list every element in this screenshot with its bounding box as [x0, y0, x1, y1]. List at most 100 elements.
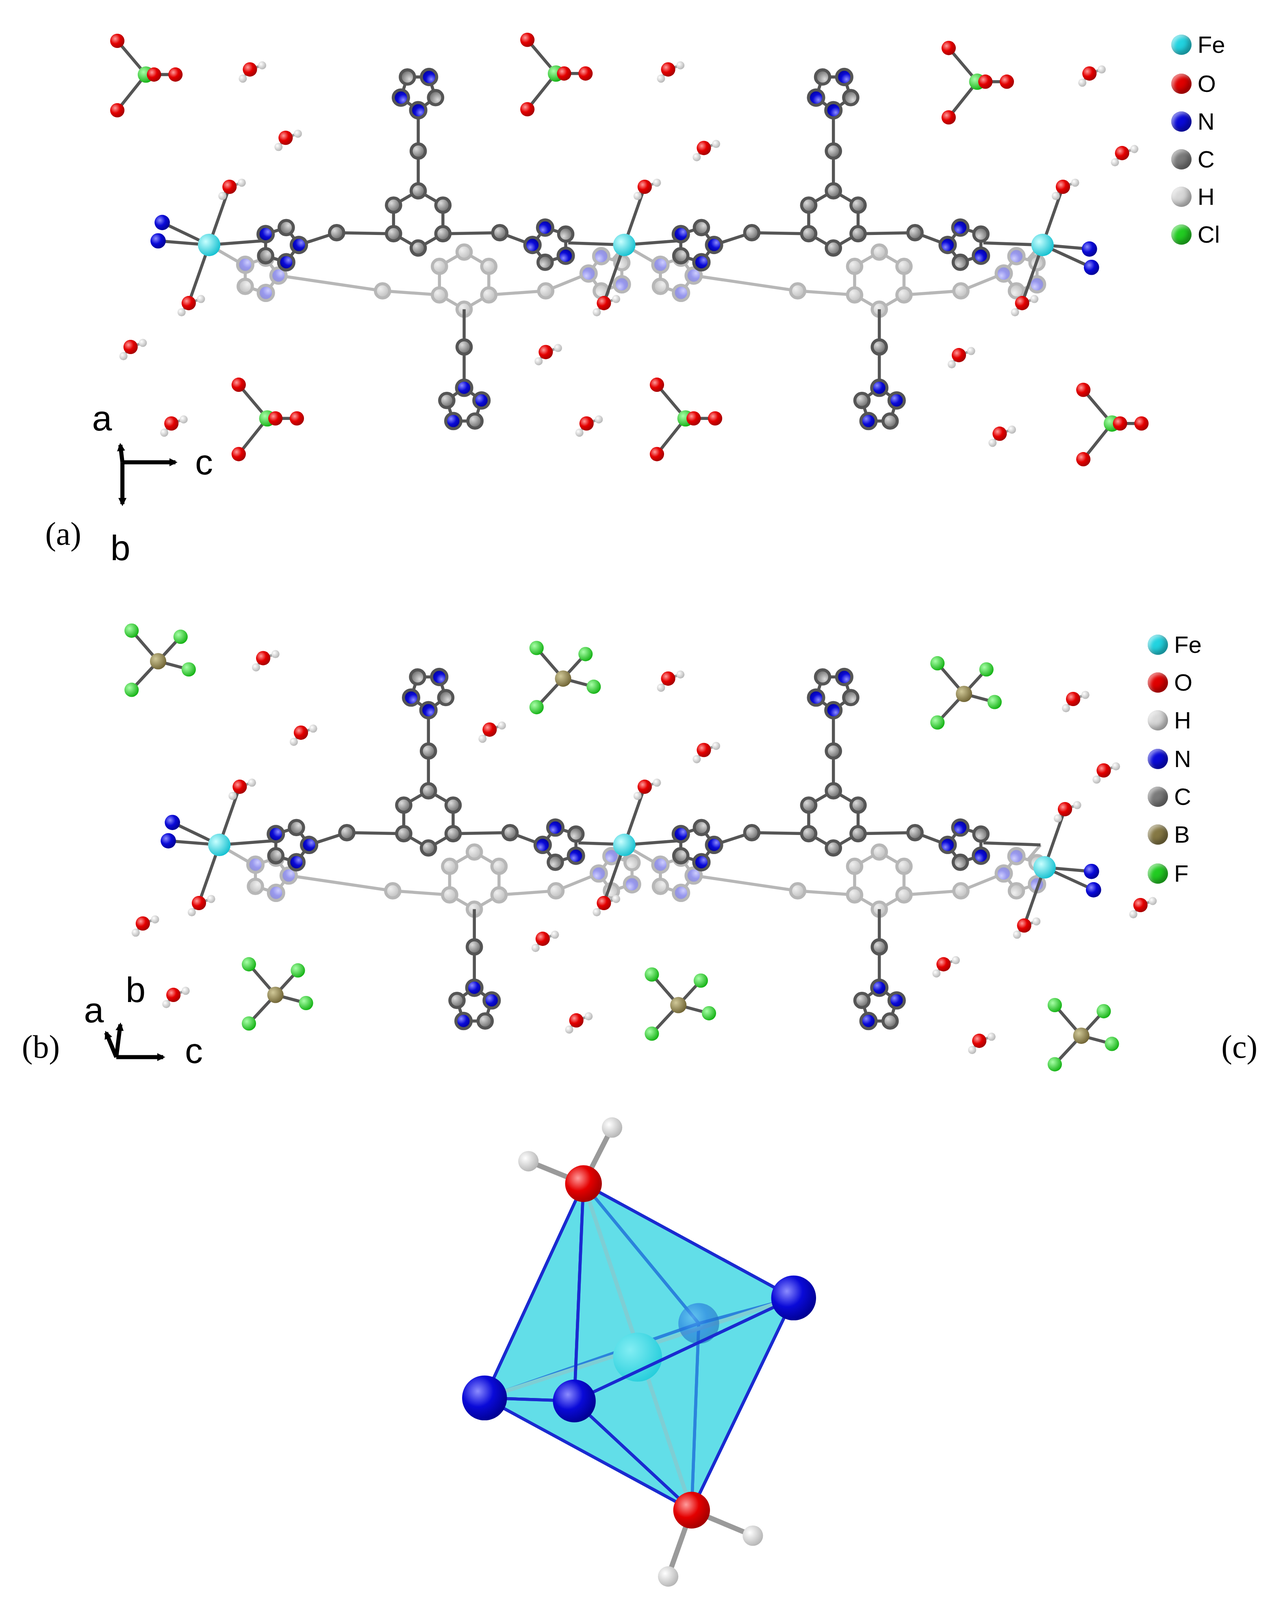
structure-use [656, 670, 685, 692]
structure-use [968, 1032, 996, 1054]
structure-use [531, 930, 560, 952]
legend-swatch [1147, 748, 1168, 769]
legend-swatch [1147, 709, 1168, 731]
axis-label: b [110, 529, 131, 566]
legend-swatch [1171, 224, 1192, 245]
legend-swatch [1171, 149, 1192, 170]
structure-use [1078, 65, 1106, 87]
structure-use [1076, 382, 1149, 467]
legend-swatch [1147, 824, 1168, 845]
legend-text: F [1174, 861, 1189, 886]
panel-label: (b) [21, 1030, 60, 1063]
structure-polygon [484, 1183, 584, 1401]
structure-use [1010, 178, 1079, 317]
structure-use [534, 343, 563, 366]
structure-use [478, 721, 506, 743]
structure-use [656, 61, 685, 83]
panel-label: (a) [45, 517, 82, 550]
structure-use [274, 129, 302, 152]
structure-use [1110, 145, 1139, 167]
structure-use [209, 69, 630, 429]
axis-label: a [92, 400, 113, 437]
structure-use [932, 955, 960, 978]
structure-use [251, 649, 280, 672]
structure-use [592, 178, 661, 317]
structure-use [565, 1011, 593, 1034]
structure-use [1129, 896, 1158, 919]
structure-line [106, 1032, 117, 1057]
legend-swatch [1171, 34, 1192, 55]
axis-label: a [83, 992, 104, 1028]
structure-use [219, 668, 640, 1029]
structure-line [116, 1055, 163, 1060]
structure-use [649, 377, 723, 462]
structure-g [106, 1024, 164, 1057]
structure-use [692, 139, 721, 162]
structure-circle [462, 1375, 507, 1420]
structure-circle [565, 1165, 602, 1202]
structure-use [1092, 762, 1121, 784]
structure-use [529, 640, 602, 715]
legend-text: N [1197, 109, 1215, 134]
structure-use [231, 377, 304, 462]
axis-label: b [125, 971, 146, 1008]
legend-text: Fe [1174, 632, 1202, 657]
structure-circle [742, 1525, 763, 1546]
legend-text: H [1174, 708, 1192, 732]
structure-circle [601, 1117, 623, 1138]
panel-b [106, 623, 1157, 1072]
axis-label: c [184, 1032, 203, 1069]
structure-use [162, 986, 190, 1008]
structure-line [120, 445, 123, 463]
legend-text: C [1197, 147, 1215, 172]
structure-g [484, 1183, 794, 1510]
structure-use [187, 778, 257, 917]
structure-circle [673, 1491, 710, 1529]
structure-use [624, 668, 1045, 1029]
structure-use [941, 41, 1014, 125]
legend-text: N [1174, 746, 1192, 771]
structure-circle [771, 1275, 817, 1320]
structure-circle [518, 1150, 539, 1171]
structure-use [947, 347, 976, 369]
structure-use [575, 415, 604, 437]
structure-circle [552, 1379, 596, 1422]
structure-use [289, 724, 318, 746]
structure-circle [657, 1565, 679, 1587]
structure-g [120, 445, 176, 505]
legend-text: C [1174, 784, 1192, 809]
legend-text: B [1174, 822, 1190, 847]
legend-swatch [1171, 73, 1192, 94]
structure-polygon [574, 1297, 794, 1510]
structure-use [131, 915, 160, 937]
structure-g [484, 1183, 794, 1510]
structure-use [124, 623, 196, 697]
legend-text: H [1197, 184, 1215, 209]
panel-a [110, 32, 1149, 504]
legend-text: O [1174, 670, 1193, 695]
structure-use [592, 778, 661, 917]
legend-swatch [1147, 863, 1168, 884]
legend-text: O [1197, 71, 1216, 96]
structure-use [160, 415, 188, 437]
structure-use [1061, 690, 1090, 713]
structure-use [1047, 997, 1120, 1072]
structure-use [177, 178, 246, 317]
structure-line [122, 460, 176, 465]
legend-swatch [1171, 186, 1192, 207]
structure-use [1012, 801, 1082, 939]
axis-label: c [195, 444, 213, 480]
structure-use [930, 655, 1002, 730]
structure-use [110, 33, 183, 118]
legend-swatch [1171, 111, 1192, 132]
structure-line [120, 462, 125, 504]
structure-use [624, 69, 1045, 429]
structure-use [644, 967, 717, 1041]
structure-g [484, 1183, 794, 1510]
structure-use [520, 32, 593, 117]
structure-use [988, 425, 1016, 448]
legend-text: Fe [1197, 32, 1226, 57]
structure-use [241, 957, 314, 1031]
